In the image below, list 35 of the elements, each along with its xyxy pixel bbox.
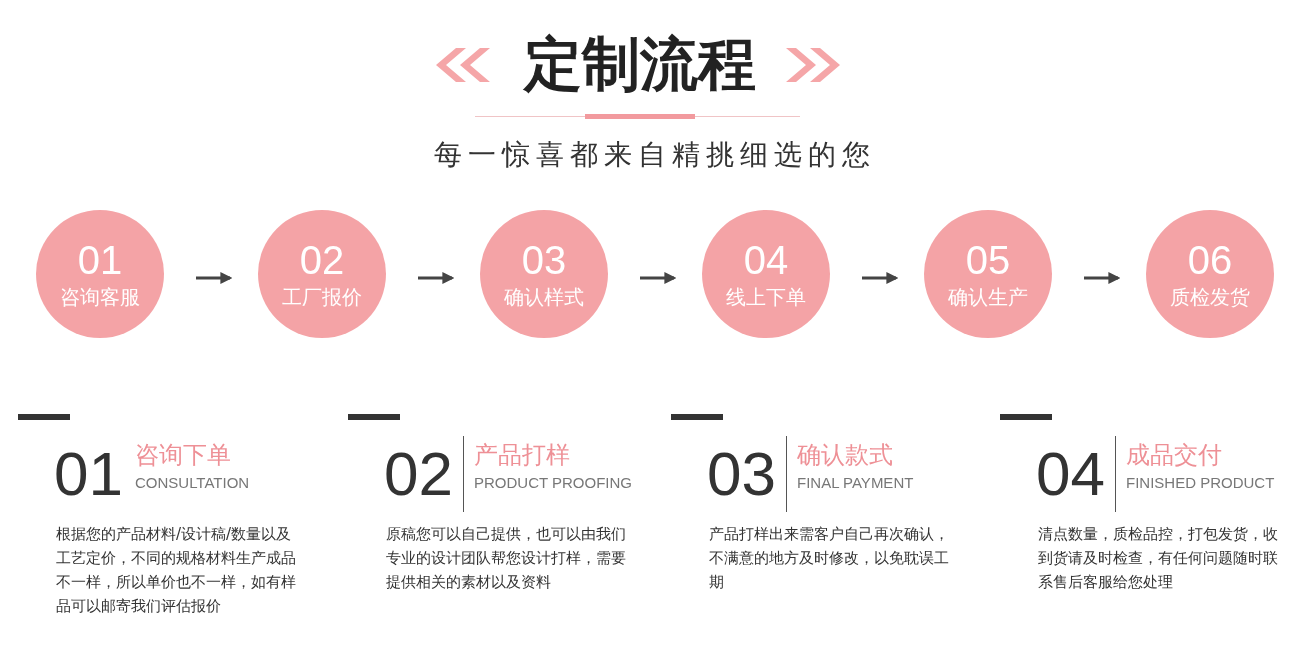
step-label: 工厂报价 bbox=[282, 284, 362, 311]
step-label: 确认样式 bbox=[504, 284, 584, 311]
section-number: 01 bbox=[54, 438, 124, 510]
section-heading: 咨询下单 bbox=[134, 440, 232, 471]
step-number: 03 bbox=[521, 237, 567, 283]
section-description: 产品打样出来需客户自己再次确认，不满意的地方及时修改，以免耽误工期 bbox=[709, 524, 950, 593]
step-number: 01 bbox=[77, 237, 123, 283]
step-label: 咨询客服 bbox=[60, 284, 140, 311]
section-number: 04 bbox=[1036, 438, 1106, 510]
arrow bbox=[862, 272, 899, 284]
section-heading: 成品交付 bbox=[1125, 440, 1223, 471]
section-heading: 确认款式 bbox=[796, 440, 894, 471]
section-number: 02 bbox=[384, 438, 454, 510]
section-subheading: FINAL PAYMENT bbox=[796, 473, 914, 493]
section-description: 根据您的产品材料/设计稿/数量以及工艺定价，不同的规格材料生产成品不一样，所以单价也不一样，如有样品可以邮寄我们评估报价 bbox=[56, 524, 297, 617]
title: 定制流程 bbox=[522, 29, 757, 100]
subtitle: 每一惊喜都来自精挑细选的您 bbox=[433, 137, 877, 173]
step-number: 05 bbox=[965, 237, 1011, 283]
section-number: 03 bbox=[707, 438, 777, 510]
section-heading: 产品打样 bbox=[473, 440, 571, 471]
arrow bbox=[196, 272, 233, 284]
arrow bbox=[1084, 272, 1121, 284]
section-subheading: CONSULTATION bbox=[134, 473, 250, 493]
arrow bbox=[640, 272, 677, 284]
section-subheading: FINISHED PRODUCT bbox=[1125, 473, 1275, 493]
step-label: 确认生产 bbox=[948, 284, 1028, 311]
step-number: 06 bbox=[1187, 237, 1233, 283]
step-label: 线上下单 bbox=[726, 284, 806, 311]
step-number: 04 bbox=[743, 237, 789, 283]
section-description: 清点数量，质检品控，打包发货，收到货请及时检查，有任何问题随时联系售后客服给您处理 bbox=[1038, 524, 1279, 593]
section-description: 原稿您可以自己提供，也可以由我们专业的设计团队帮您设计打样，需要提供相关的素材以及资料 bbox=[386, 524, 627, 593]
arrow bbox=[418, 272, 455, 284]
step-label: 质检发货 bbox=[1170, 284, 1250, 311]
step-number: 02 bbox=[299, 237, 345, 283]
section-subheading: PRODUCT PROOFING bbox=[473, 473, 633, 493]
